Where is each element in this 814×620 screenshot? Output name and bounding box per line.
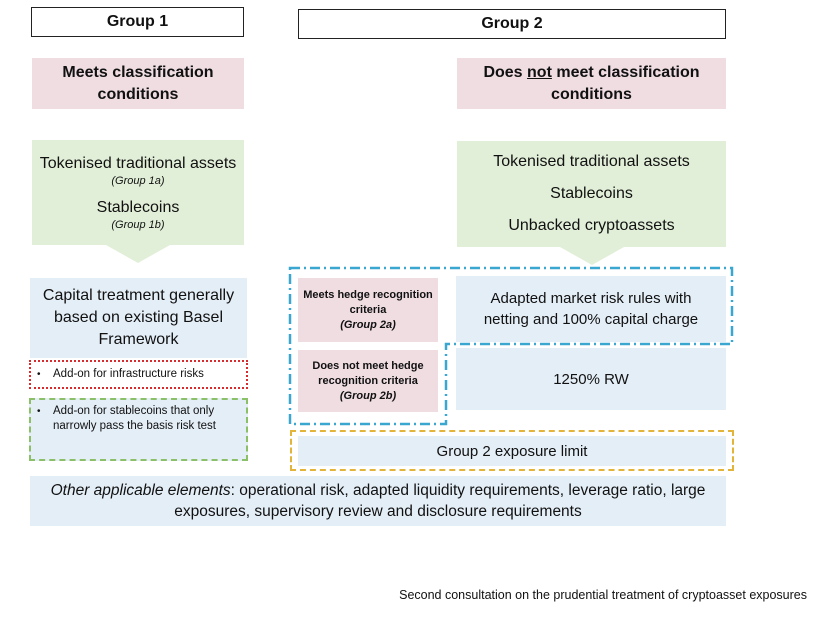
other-elements: Other applicable elements: operational r… <box>30 476 726 526</box>
group2-arrow-icon <box>560 247 624 265</box>
exposure-limit: Group 2 exposure limit <box>298 436 726 466</box>
exposure-limit-outline <box>290 430 734 471</box>
bullet-icon: • <box>37 369 41 380</box>
group1-assets: Tokenised traditional assets (Group 1a) … <box>32 140 244 245</box>
source-caption: Second consultation on the prudential tr… <box>399 588 807 602</box>
group1-arrow-icon <box>106 245 170 263</box>
group2b-treatment: 1250% RW <box>456 348 726 410</box>
group1b-sub: (Group 1b) <box>111 218 165 231</box>
group1a-asset-name: Tokenised traditional assets <box>39 154 237 172</box>
group2-header: Group 2 <box>298 9 726 39</box>
group2-asset-stablecoins: Stablecoins <box>550 185 633 202</box>
addon-infrastructure: • Add-on for infrastructure risks <box>29 360 248 389</box>
group1-header: Group 1 <box>31 7 244 37</box>
bullet-icon: • <box>37 406 41 417</box>
hedge-outline <box>288 266 734 426</box>
group1b-asset-name: Stablecoins <box>96 198 180 216</box>
group2-assets: Tokenised traditional assets Stablecoins… <box>457 141 726 247</box>
addon-stablecoins: • Add-on for stablecoins that only narro… <box>29 398 248 461</box>
group2-asset-tokenised: Tokenised traditional assets <box>493 153 690 170</box>
group2b-label: Does not meet hedge recognition criteria… <box>298 350 438 412</box>
group2a-label: Meets hedge recognition criteria (Group … <box>298 278 438 342</box>
group1a-sub: (Group 1a) <box>111 174 165 187</box>
group2-asset-unbacked: Unbacked cryptoassets <box>508 217 675 234</box>
group2a-treatment: Adapted market risk rules with netting a… <box>456 276 726 342</box>
group1-condition: Meets classification conditions <box>32 58 244 109</box>
group2-condition: Does not meet classification conditions <box>457 58 726 109</box>
group1-treatment: Capital treatment generally based on exi… <box>30 278 247 358</box>
